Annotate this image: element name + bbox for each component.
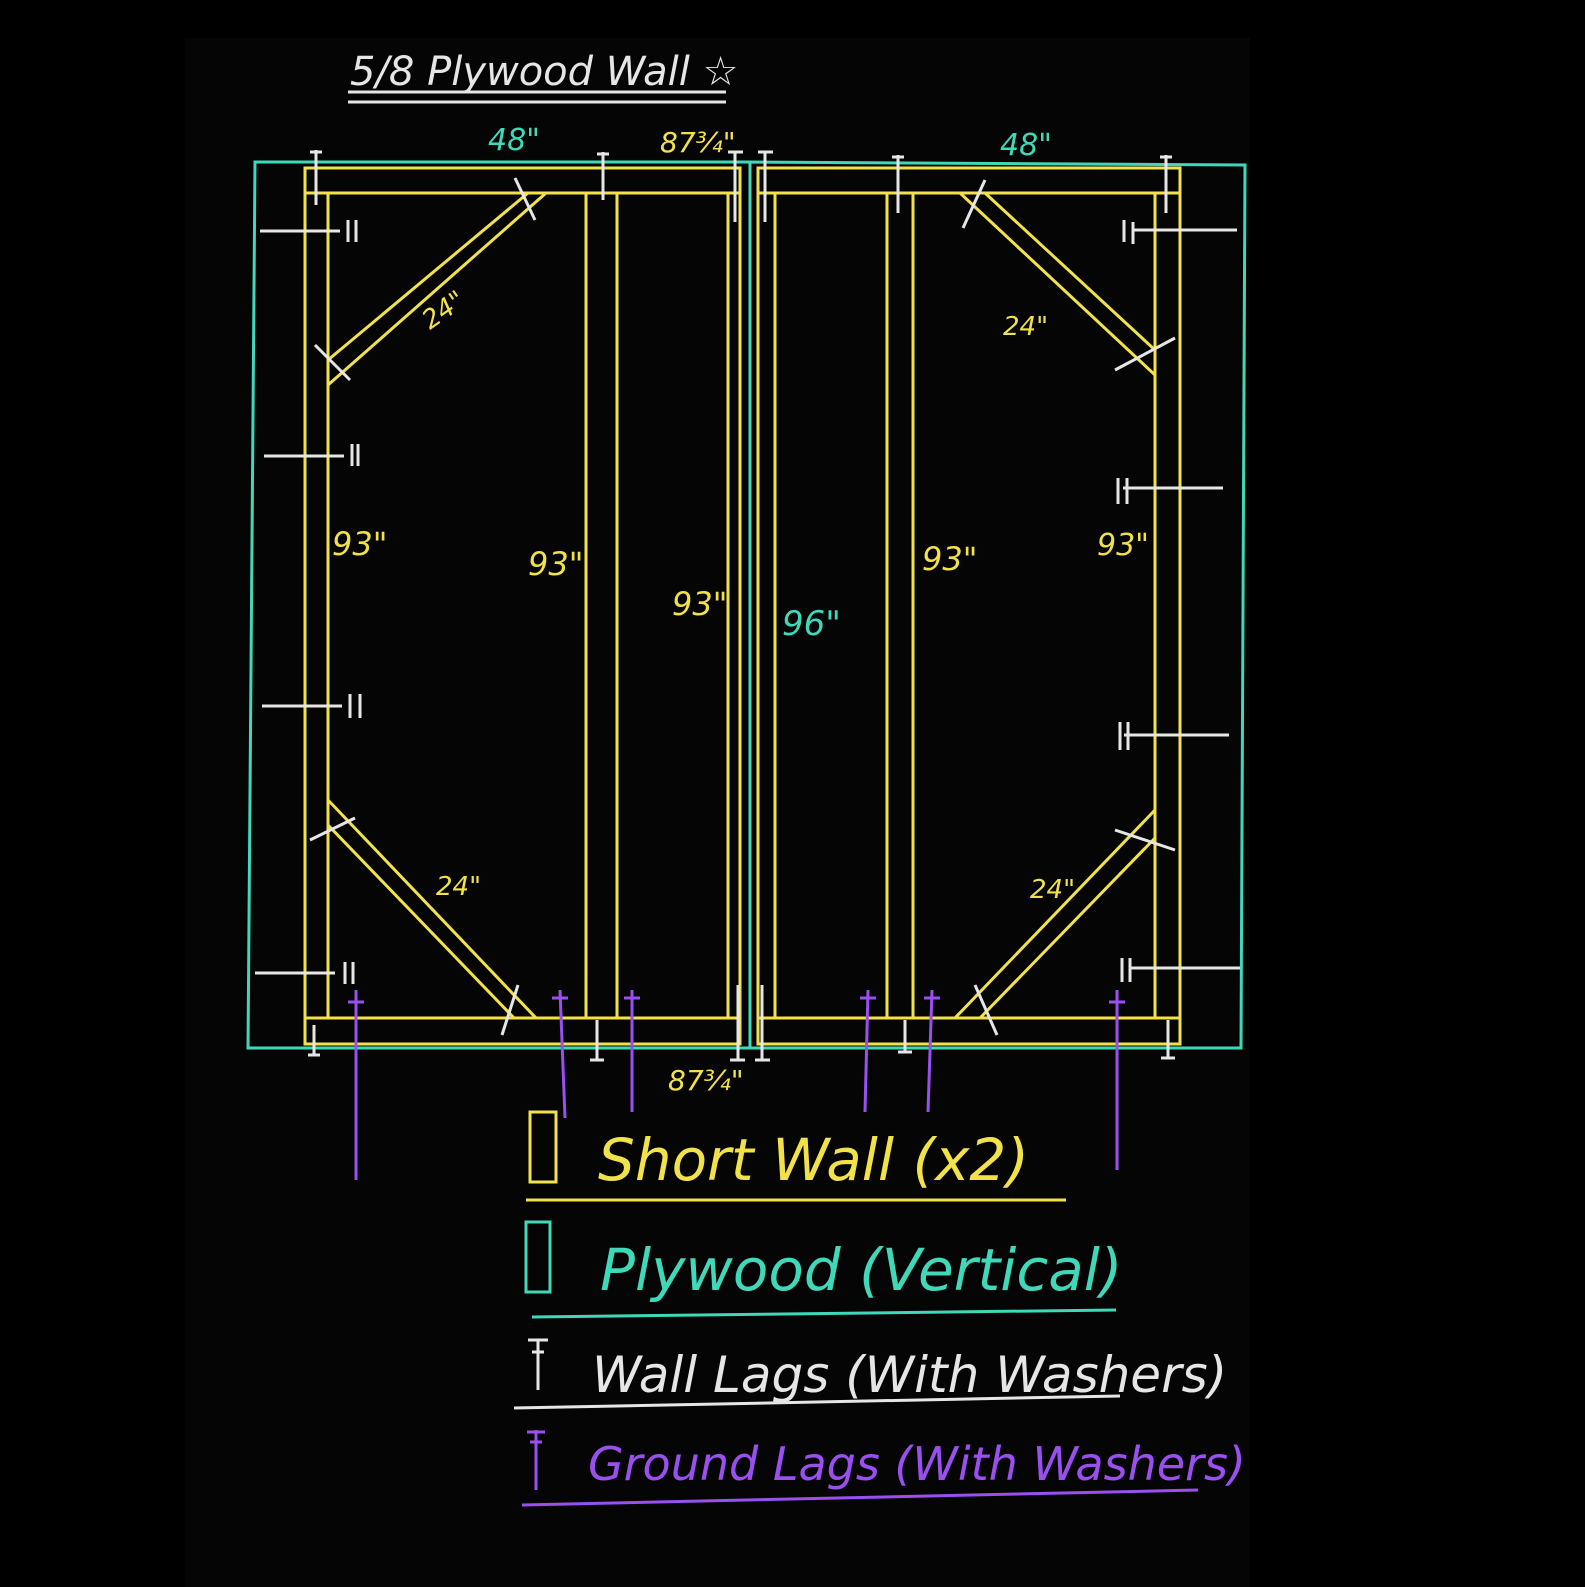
rectangle-icon [528, 1110, 558, 1184]
plywood-height-label: 96" [782, 604, 841, 644]
legend-item-short-wall: Short Wall (x2) [526, 1110, 1066, 1202]
brace-length-label: 24" [436, 872, 481, 902]
stud-height-label: 93" [528, 545, 583, 583]
legend-item-wall-lags: Wall Lags (With Washers) [513, 1338, 1227, 1410]
legend-label: Wall Lags (With Washers) [592, 1346, 1227, 1404]
rectangle-icon [524, 1220, 552, 1294]
lag-icon [528, 1338, 548, 1390]
plywood-width-right-label: 48" [1000, 128, 1052, 163]
stud-height-label: 93" [1097, 528, 1149, 563]
brace-length-label: 24" [1030, 875, 1075, 905]
legend-label: Short Wall (x2) [598, 1126, 1029, 1194]
diagram-title: 5/8 Plywood Wall ☆ [350, 49, 738, 95]
plate-length-bottom-label: 87¾" [668, 1064, 744, 1097]
plate-length-top-label: 87¾" [660, 126, 736, 159]
stud-height-label: 93" [922, 540, 977, 578]
stud-height-label: 93" [672, 585, 727, 623]
legend: Short Wall (x2) Plywood (Vertical) Wall … [513, 1110, 1246, 1507]
plywood-width-left-label: 48" [488, 123, 540, 158]
ground-lags [348, 989, 1125, 1180]
legend-label: Ground Lags (With Washers) [588, 1437, 1246, 1491]
brace-length-label: 24" [1003, 312, 1048, 342]
legend-item-plywood: Plywood (Vertical) [524, 1220, 1123, 1319]
legend-label: Plywood (Vertical) [600, 1236, 1123, 1304]
stud-height-label: 93" [332, 525, 387, 563]
plywood-sheets [246, 160, 1247, 1050]
legend-item-ground-lags: Ground Lags (With Washers) [521, 1430, 1246, 1507]
lag-icon [527, 1430, 545, 1490]
wall-lags [255, 150, 1240, 1062]
